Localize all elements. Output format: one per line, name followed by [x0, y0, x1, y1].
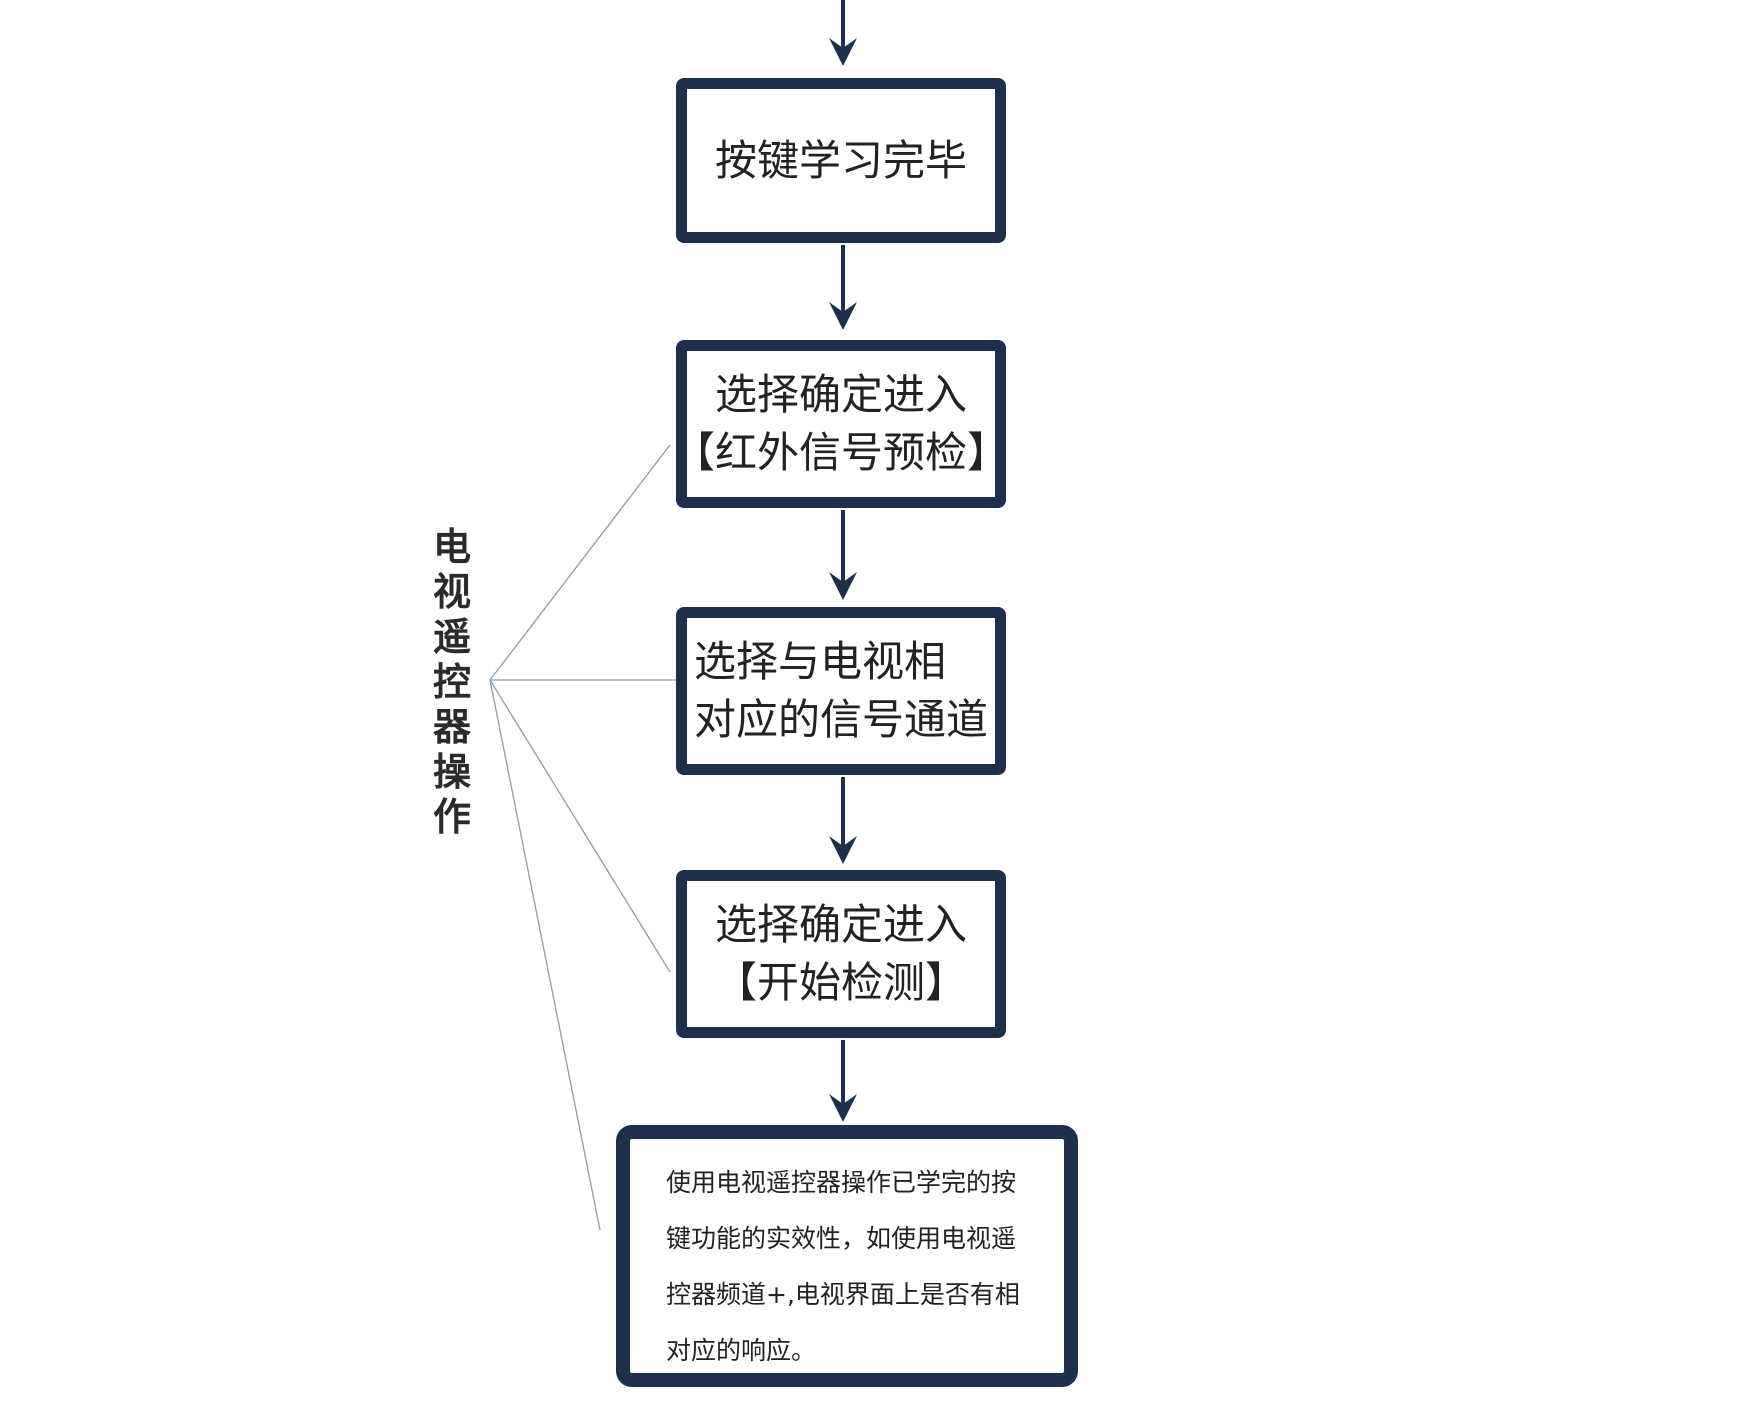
step-box-verify: 使用电视遥控器操作已学完的按 键功能的实效性，如使用电视遥 控器频道+,电视界面… — [616, 1125, 1078, 1387]
step-text: 【开始检测】 — [714, 958, 967, 1007]
connector-to-step-2 — [489, 444, 671, 681]
side-label-char: 控 — [432, 660, 471, 704]
side-label-char: 遥 — [432, 615, 471, 659]
arrowhead-3-4 — [829, 836, 857, 864]
step-box-ir-precheck: 选择确定进入 【红外信号预检】 — [673, 340, 1010, 508]
step-text: 控器频道+,电视界面上是否有相 — [666, 1280, 1020, 1309]
step-text: 选择与电视相 — [693, 637, 946, 686]
flow-arrows — [829, 0, 857, 1122]
step-text: 【红外信号预检】 — [673, 428, 1010, 477]
side-label-tv-remote-operation: 电 视 遥 控 器 操 作 — [428, 525, 476, 840]
side-label-char: 操 — [432, 750, 471, 794]
arrowhead-1-2 — [829, 302, 857, 330]
arrowhead-4-5 — [829, 1094, 857, 1122]
side-label-char: 作 — [432, 795, 471, 839]
arrowhead-2-3 — [829, 572, 857, 600]
side-label-char: 电 — [432, 525, 471, 569]
step-box-start-detect: 选择确定进入 【开始检测】 — [676, 870, 1006, 1038]
step-text: 对应的信号通道 — [693, 695, 988, 744]
step-text: 键功能的实效性，如使用电视遥 — [666, 1224, 1017, 1253]
arrowhead-entry — [829, 38, 857, 66]
step-text: 选择确定进入 — [714, 900, 967, 949]
step-text: 对应的响应。 — [666, 1336, 817, 1365]
step-box-select-channel: 选择与电视相 对应的信号通道 — [676, 607, 1006, 775]
connector-to-step-5 — [489, 679, 601, 1231]
side-label-char: 视 — [432, 570, 471, 614]
step-box-key-learning-done: 按键学习完毕 — [676, 78, 1006, 243]
step-text: 选择确定进入 — [715, 370, 968, 419]
step-text: 按键学习完毕 — [714, 135, 967, 185]
step-text: 使用电视遥控器操作已学完的按 — [666, 1168, 1017, 1197]
connector-to-step-4 — [489, 679, 671, 973]
side-label-char: 器 — [432, 705, 471, 749]
label-connectors — [489, 444, 676, 1231]
